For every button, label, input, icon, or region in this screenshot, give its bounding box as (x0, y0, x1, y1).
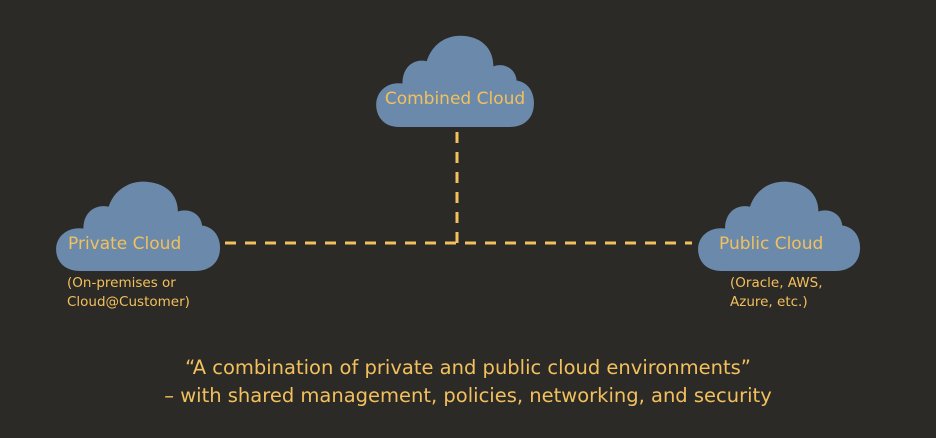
cloud-icon (376, 35, 534, 127)
private-cloud-label: Private Cloud (68, 234, 182, 254)
private-cloud-subtitle: (On-premises or Cloud@Customer) (67, 274, 190, 312)
subtitle-line: (Oracle, AWS, (730, 275, 823, 291)
quote-line-2: – with shared management, policies, netw… (164, 384, 772, 407)
quote-line-1: “A combination of private and public clo… (185, 356, 751, 379)
public-cloud: Public Cloud (696, 178, 862, 272)
subtitle-line: (On-premises or (67, 275, 176, 291)
public-cloud-label: Public Cloud (719, 234, 824, 254)
subtitle-line: Azure, etc.) (730, 294, 808, 310)
private-cloud: Private Cloud (54, 178, 222, 272)
cloud-icon (56, 181, 221, 272)
cloud-icon (698, 181, 861, 272)
public-cloud-subtitle: (Oracle, AWS, Azure, etc.) (730, 274, 822, 312)
definition-quote: “A combination of private and public clo… (0, 354, 936, 410)
combined-cloud-label: Combined Cloud (384, 89, 526, 109)
subtitle-line: Cloud@Customer) (67, 294, 190, 310)
combined-cloud: Combined Cloud (374, 32, 536, 128)
